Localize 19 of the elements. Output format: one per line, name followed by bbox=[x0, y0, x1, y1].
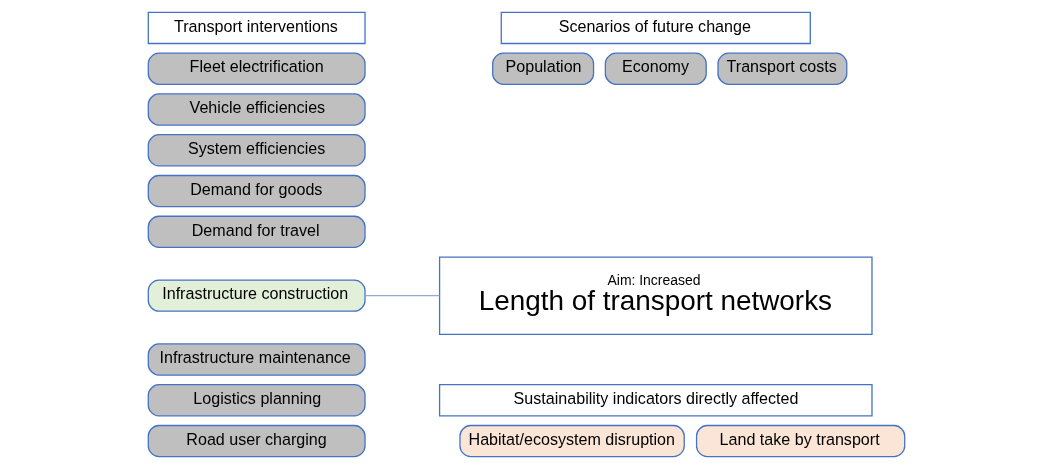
node-box: Habitat/ecosystem disruption bbox=[459, 424, 685, 458]
node-box: Transport costs bbox=[717, 52, 848, 85]
node-box: Road user charging bbox=[147, 424, 366, 458]
node-box: System efficiencies bbox=[147, 134, 366, 167]
node-box: Demand for travel bbox=[147, 215, 366, 249]
node-box: Scenarios of future change bbox=[500, 11, 811, 45]
node-box: Sustainability indicators directly affected bbox=[438, 384, 873, 417]
node-box: Population bbox=[492, 52, 595, 85]
connector bbox=[364, 295, 440, 297]
node-box: Aim: Increased Length of transport networks bbox=[438, 256, 873, 335]
node-box: Demand for goods bbox=[147, 174, 366, 208]
node-box: Infrastructure construction bbox=[147, 279, 366, 312]
node-box: Logistics planning bbox=[147, 384, 366, 417]
node-box: Vehicle efficiencies bbox=[147, 93, 366, 126]
node-box: Fleet electrification bbox=[147, 52, 366, 85]
node-box: Infrastructure maintenance bbox=[147, 343, 366, 376]
node-box: Land take by transport bbox=[695, 424, 906, 458]
node-box: Transport interventions bbox=[147, 11, 366, 45]
node-box: Economy bbox=[604, 52, 707, 85]
